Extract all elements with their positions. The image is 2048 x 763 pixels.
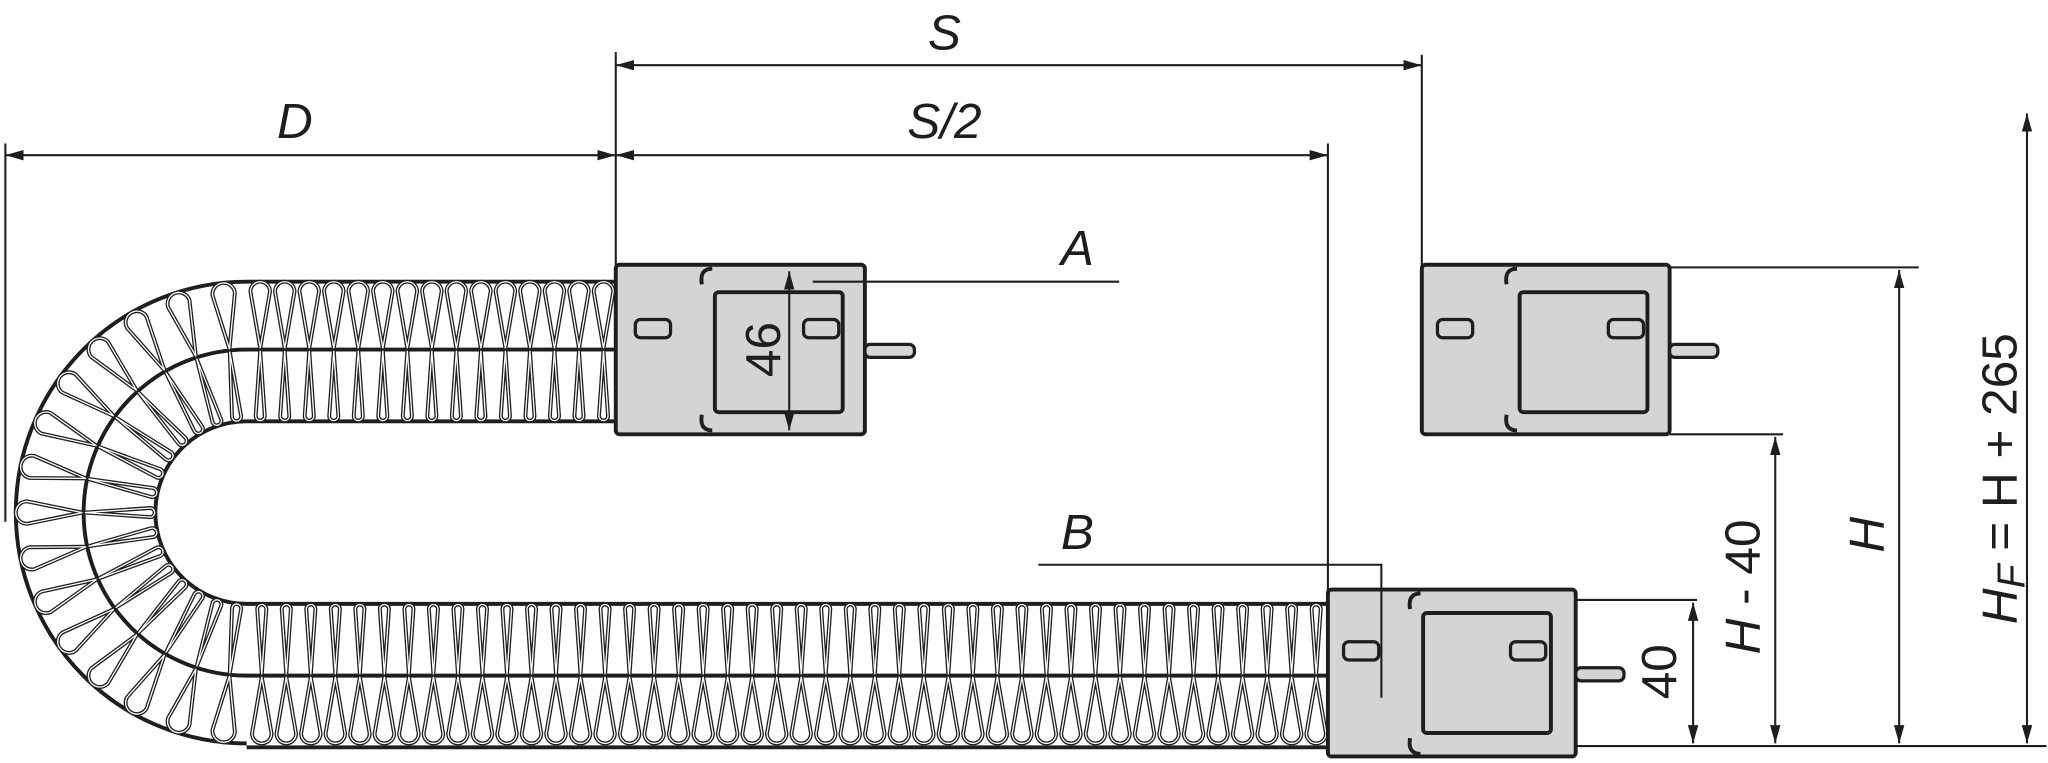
chain-link	[642, 602, 666, 746]
chain-link	[421, 602, 446, 746]
chain-link	[13, 499, 157, 526]
chain-link	[887, 602, 912, 746]
chain-link	[1157, 602, 1181, 746]
chain-link	[814, 602, 838, 746]
leader-b	[1038, 563, 1383, 698]
chain-link	[789, 602, 813, 746]
chain-link	[544, 602, 568, 746]
chain-link	[985, 602, 1010, 746]
chain-link	[86, 577, 189, 689]
chain-link	[210, 280, 244, 424]
label-46: 46	[735, 322, 791, 377]
chain-link	[493, 279, 518, 423]
chain-link	[322, 279, 346, 423]
chain-link	[1059, 602, 1083, 746]
chain-link	[1010, 602, 1034, 746]
chain-link	[838, 602, 863, 746]
label-40: 40	[1631, 644, 1687, 699]
chain-link	[1279, 602, 1304, 746]
chain-link	[1206, 602, 1230, 746]
chain-link	[912, 602, 936, 746]
label-a: A	[1058, 220, 1094, 276]
chain-link	[1181, 602, 1206, 746]
chain-link	[764, 602, 789, 746]
extension-lines	[4, 52, 2047, 748]
chain-link	[123, 589, 205, 716]
chain-link	[248, 279, 272, 423]
chain-link	[446, 602, 470, 746]
chain-link	[518, 279, 542, 423]
chain-link	[863, 602, 887, 746]
chain-link	[593, 602, 617, 746]
chain-link	[397, 602, 421, 746]
chain-link	[123, 309, 205, 436]
chain-link	[55, 562, 176, 655]
chain-link	[936, 602, 961, 746]
chain-link	[1230, 602, 1255, 746]
chain-link	[372, 602, 397, 746]
chain-link	[1132, 602, 1157, 746]
chain-link	[469, 279, 493, 423]
chain-link	[542, 279, 567, 423]
chain-link	[86, 336, 189, 448]
chain-link	[32, 545, 165, 616]
mounting-bracket-moving	[613, 262, 917, 437]
chain-link	[617, 602, 642, 746]
chain-link	[323, 602, 348, 746]
chain-link	[420, 279, 444, 423]
chain-link	[444, 279, 469, 423]
chain-link	[470, 602, 495, 746]
chain-link	[165, 597, 224, 735]
chain-link	[55, 370, 176, 463]
label-s-half: S/2	[907, 93, 981, 149]
label-d: D	[277, 93, 313, 149]
label-h: H	[1839, 517, 1895, 553]
mounting-bracket-fixed	[1325, 587, 1626, 759]
chain-link	[32, 410, 165, 480]
chain-link	[272, 279, 297, 423]
chain-link	[346, 279, 371, 423]
chain-link	[210, 602, 244, 745]
chain-link	[299, 602, 323, 746]
label-h-minus-40: H - 40	[1715, 519, 1771, 654]
chain-link	[1108, 602, 1132, 746]
chain-link	[519, 602, 544, 746]
chain-link	[567, 279, 591, 423]
chain-link	[691, 602, 715, 746]
chain-link	[165, 290, 224, 428]
chain-link	[495, 602, 519, 746]
chain-link	[371, 279, 395, 423]
chain-link	[1304, 602, 1328, 746]
chain-link	[348, 602, 372, 746]
chain-link	[1034, 602, 1059, 746]
chain-link	[666, 602, 691, 746]
chain-link	[395, 279, 420, 423]
chain-link	[18, 453, 159, 499]
chain-link	[1083, 602, 1108, 746]
label-s: S	[928, 5, 961, 61]
chain-link	[568, 602, 593, 746]
chain-link	[961, 602, 985, 746]
energy-chain	[13, 279, 1328, 750]
chain-link	[715, 602, 740, 746]
label-hf: HF = H + 265	[1972, 333, 2034, 624]
chain-link	[250, 602, 274, 746]
chain-link	[18, 526, 159, 572]
chain-link	[1255, 602, 1279, 746]
mounting-bracket-end-position	[1419, 262, 1720, 437]
chain-link	[274, 602, 299, 746]
chain-link	[740, 602, 764, 746]
chain-link	[297, 279, 321, 423]
chain-link	[591, 279, 616, 423]
label-b: B	[1061, 504, 1094, 560]
